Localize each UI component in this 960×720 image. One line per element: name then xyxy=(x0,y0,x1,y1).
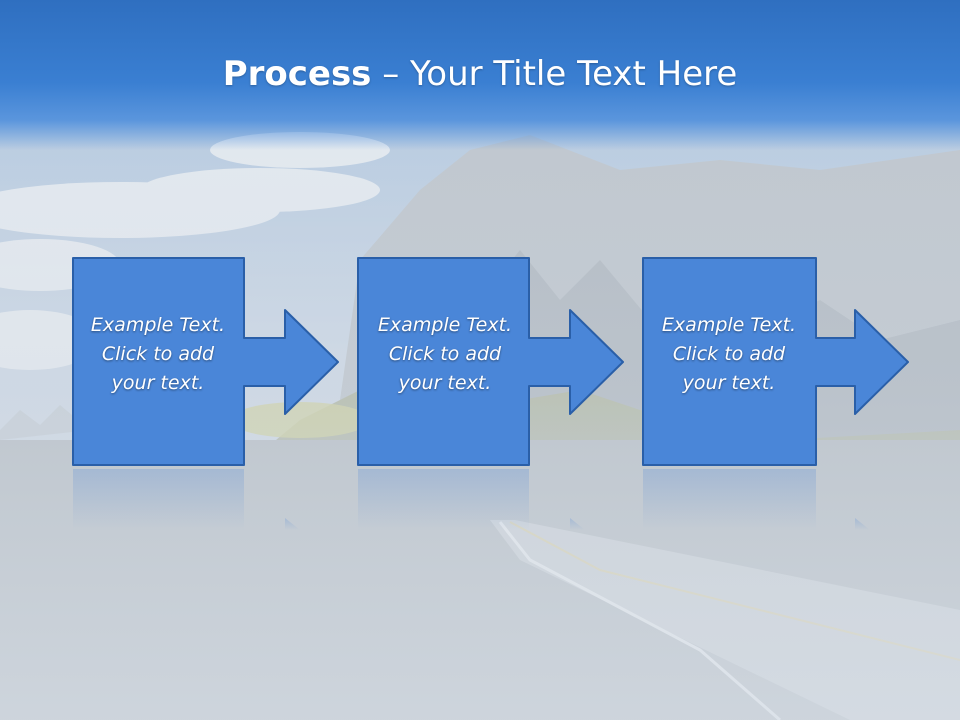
step-2-line-2: Click to add xyxy=(388,343,502,365)
step-2-line-3: your text. xyxy=(398,372,492,394)
step-3-line-3: your text. xyxy=(682,372,776,394)
title-rest: – Your Title Text Here xyxy=(371,54,738,94)
process-step-3[interactable] xyxy=(642,257,909,530)
process-step-2[interactable] xyxy=(357,257,624,530)
step-1-text[interactable]: Example Text. Click to add your text. xyxy=(73,311,243,398)
step-1-line-1: Example Text. xyxy=(90,314,226,336)
step-3-line-2: Click to add xyxy=(672,343,786,365)
step-2-line-1: Example Text. xyxy=(377,314,513,336)
step-1-line-3: your text. xyxy=(111,372,205,394)
title-bold: Process xyxy=(222,54,372,94)
title-band xyxy=(0,0,960,150)
step-2-text[interactable]: Example Text. Click to add your text. xyxy=(360,311,530,398)
slide-title[interactable]: Process – Your Title Text Here xyxy=(0,52,960,96)
process-step-1[interactable] xyxy=(72,257,339,530)
step-3-text[interactable]: Example Text. Click to add your text. xyxy=(644,311,814,398)
step-1-line-2: Click to add xyxy=(101,343,215,365)
process-arrow-shape xyxy=(357,257,624,466)
process-arrow-shape xyxy=(642,257,909,466)
process-arrow-shape xyxy=(72,257,339,466)
step-3-line-1: Example Text. xyxy=(661,314,797,336)
